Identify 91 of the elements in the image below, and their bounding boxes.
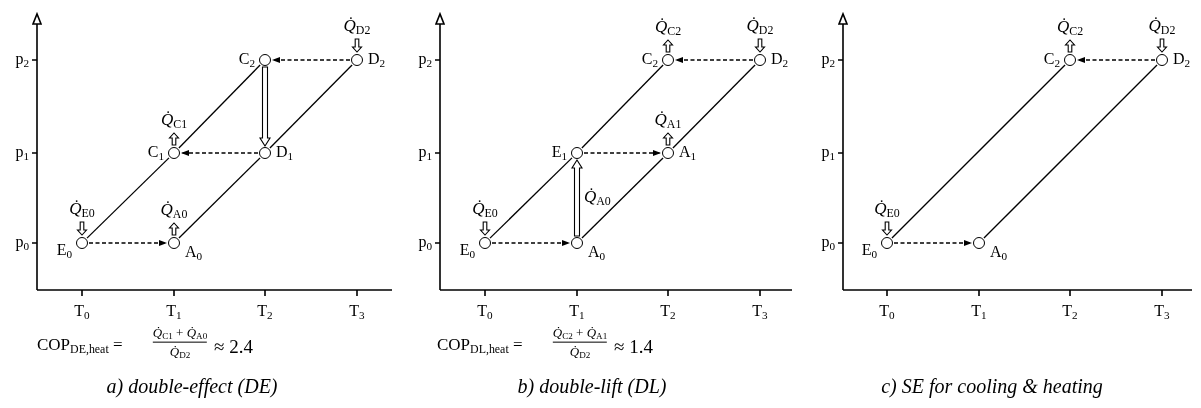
- arrow: [674, 57, 754, 63]
- heat-transfer-arrow: [571, 158, 583, 237]
- caption: b) double-lift (DL): [517, 376, 667, 396]
- arrow: [180, 150, 259, 156]
- process-line: [672, 64, 756, 149]
- state-label: A$_{1}$: [679, 144, 697, 162]
- arrow: [583, 150, 662, 156]
- formula-denominator: Q̇$_{D2}$: [569, 345, 591, 361]
- edge-label: Q̇$_{D2}$: [1148, 17, 1176, 37]
- edge-label: Q̇$_{E0}$: [472, 200, 498, 220]
- axis-label: p$_{2}$: [15, 51, 29, 69]
- process-line: [891, 64, 1066, 239]
- axis-label: p$_{2}$: [821, 51, 835, 69]
- process-line: [489, 157, 573, 239]
- heat-flow-arrow: [351, 38, 363, 53]
- edge-label: Q̇$_{A0}$: [584, 188, 611, 208]
- process-line: [178, 157, 261, 239]
- arrow: [491, 240, 571, 246]
- state-label: D$_{2}$: [771, 51, 789, 69]
- formula-text: ≈ 2.4: [214, 336, 253, 356]
- heat-flow-arrow: [76, 221, 88, 236]
- formula-numerator: Q̇$_{C1}$ + Q̇$_{A0}$: [152, 325, 208, 343]
- axis-label: T$_{1}$: [569, 303, 585, 321]
- heat-transfer-arrow: [259, 66, 271, 148]
- caption: c) SE for cooling & heating: [881, 376, 1103, 396]
- axis-label: T$_{2}$: [1062, 303, 1078, 321]
- edge-label: Q̇$_{E0}$: [69, 200, 95, 220]
- edge-label: Q̇$_{C2}$: [1056, 18, 1084, 38]
- edge-label: Q̇$_{A1}$: [654, 111, 682, 131]
- heat-flow-arrow: [168, 132, 180, 146]
- axis-label: T$_{3}$: [752, 303, 768, 321]
- edge-label: Q̇$_{A0}$: [160, 201, 188, 221]
- axis-label: T$_{3}$: [1154, 303, 1170, 321]
- edge-label: Q̇$_{E0}$: [874, 200, 900, 220]
- axis-label: p$_{0}$: [821, 234, 835, 252]
- state-label: C$_{2}$: [238, 51, 255, 69]
- process-line: [983, 64, 1158, 239]
- state-label: D$_{2}$: [1173, 51, 1191, 69]
- process-line: [269, 64, 353, 149]
- axis-label: T$_{2}$: [660, 303, 676, 321]
- state-label: C$_{2}$: [641, 51, 658, 69]
- arrow: [893, 240, 973, 246]
- axis-label: T$_{3}$: [349, 303, 365, 321]
- state-label: A$_{0}$: [588, 244, 606, 262]
- axis-label: T$_{1}$: [166, 303, 182, 321]
- formula-denominator: Q̇$_{D2}$: [169, 345, 191, 361]
- state-label: A$_{0}$: [990, 244, 1008, 262]
- edge-label: Q̇$_{D2}$: [746, 17, 774, 37]
- axis-label: T$_{2}$: [257, 303, 273, 321]
- process-line: [581, 157, 664, 239]
- axis-label: p$_{2}$: [418, 51, 432, 69]
- state-label: E$_{0}$: [861, 242, 877, 260]
- caption: a) double-effect (DE): [106, 376, 278, 396]
- state-label: E$_{0}$: [56, 242, 72, 260]
- axis-label: p$_{0}$: [15, 234, 29, 252]
- axis-label: p$_{1}$: [15, 144, 29, 162]
- formula-text: COP$_{DE,heat}$ =: [37, 336, 123, 356]
- heat-flow-arrow: [479, 221, 491, 236]
- heat-flow-arrow: [168, 222, 180, 236]
- state-label: C$_{1}$: [147, 144, 164, 162]
- arrow: [1076, 57, 1156, 63]
- axis-label: p$_{1}$: [821, 144, 835, 162]
- heat-flow-arrow: [754, 38, 766, 53]
- heat-flow-arrow: [1156, 38, 1168, 53]
- heat-flow-arrow: [662, 39, 674, 53]
- axis-label: T$_{0}$: [74, 303, 90, 321]
- axis-label: T$_{0}$: [477, 303, 493, 321]
- axis-label: p$_{0}$: [418, 234, 432, 252]
- state-label: A$_{0}$: [185, 244, 203, 262]
- state-label: E$_{1}$: [551, 144, 567, 162]
- heat-flow-arrow: [662, 132, 674, 146]
- axis-label: T$_{0}$: [879, 303, 895, 321]
- edge-label: Q̇$_{D2}$: [343, 17, 371, 37]
- edge-label: Q̇$_{C2}$: [654, 18, 682, 38]
- state-label: D$_{1}$: [276, 144, 294, 162]
- process-line: [581, 64, 664, 149]
- state-label: C$_{2}$: [1043, 51, 1060, 69]
- edge-label: Q̇$_{C1}$: [160, 111, 188, 131]
- process-line: [178, 64, 261, 149]
- process-line: [86, 157, 170, 239]
- formula-text: COP$_{DL,heat}$ =: [437, 336, 523, 356]
- formula-numerator: Q̇$_{C2}$ + Q̇$_{A1}$: [552, 325, 608, 343]
- state-label: E$_{0}$: [459, 242, 475, 260]
- arrow: [271, 57, 351, 63]
- heat-flow-arrow: [881, 221, 893, 236]
- axis-label: T$_{1}$: [971, 303, 987, 321]
- arrow: [88, 240, 168, 246]
- state-label: D$_{2}$: [368, 51, 386, 69]
- formula-text: ≈ 1.4: [614, 336, 653, 356]
- heat-flow-arrow: [1064, 39, 1076, 53]
- axis-label: p$_{1}$: [418, 144, 432, 162]
